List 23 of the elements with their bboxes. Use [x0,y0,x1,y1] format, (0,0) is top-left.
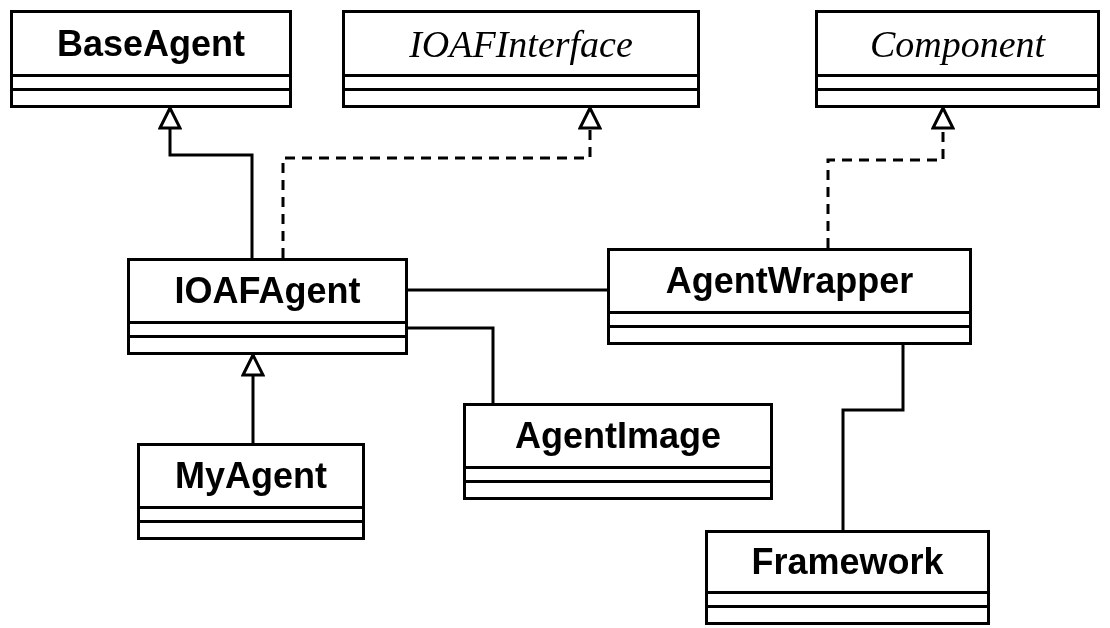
class-box [705,530,990,625]
class-name: Component [869,24,1046,63]
class-box [815,10,1100,108]
class-box [463,403,773,500]
class-box [607,248,972,345]
dashed-realization-arrow [826,106,955,248]
class-box [127,258,408,355]
class-name: MyAgent [175,458,327,494]
class-name: AgentImage [514,418,721,454]
association-line [408,326,495,403]
class-box [137,443,365,540]
association-line [841,345,905,530]
class-name: BaseAgent [56,25,246,62]
class-name: IOAFAgent [174,273,361,309]
association-line [408,288,607,292]
dashed-realization-arrow [281,106,602,258]
class-name: IOAFInterface [409,24,633,63]
class-box [10,10,292,108]
class-box [342,10,700,108]
inheritance-arrow [158,106,254,258]
inheritance-arrow [241,353,265,443]
class-name: AgentWrapper [665,263,914,299]
class-name: Framework [751,544,944,580]
